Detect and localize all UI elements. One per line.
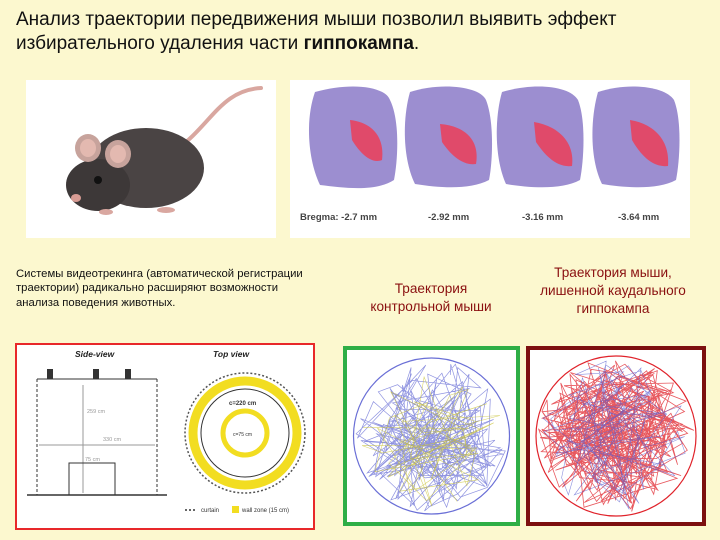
control-trajectory-panel (343, 346, 520, 526)
hippocampus-slices-figure: Bregma: -2.7 mm -2.92 mm -3.16 mm -3.64 … (290, 80, 690, 238)
mouse-photo (26, 80, 276, 238)
trajectory-path-secondary (542, 360, 686, 510)
side-view-label: Side-view (75, 349, 116, 359)
brain-slice-2 (404, 86, 493, 188)
inner-label: 75 cm (85, 457, 100, 463)
control-trajectory-plot (352, 357, 511, 515)
bregma-label-4: -3.64 mm (618, 212, 659, 223)
page-title: Анализ траектории передвижения мыши позв… (16, 8, 706, 56)
inner-ring-label: c=75 cm (233, 432, 252, 438)
legend-wall-zone: wall zone (15 cm) (241, 508, 289, 514)
arena-boundary (352, 357, 511, 515)
top-view-label: Top view (213, 349, 250, 359)
title-line-2-prefix: избирательного удаления части (16, 33, 304, 54)
trajectory-path-secondary (362, 375, 500, 507)
outer-ring-label: c=220 cm (229, 401, 256, 407)
tracking-caption: Системы видеотрекинга (автоматической ре… (16, 268, 303, 309)
width-label: 330 cm (103, 437, 121, 443)
legend-curtain: curtain (201, 508, 219, 514)
title-line-1: Анализ траектории передвижения мыши позв… (16, 9, 617, 30)
arena-boundary (535, 355, 697, 517)
lesion-trajectory-plot (535, 355, 697, 517)
bregma-label-3: -3.16 mm (522, 212, 563, 223)
lesion-trajectory-panel (526, 346, 706, 526)
setup-schematic: Side-view Top view 259 cm 330 cm 75 cm c… (15, 343, 315, 530)
bregma-label-2: -2.92 mm (428, 212, 469, 223)
brain-slice-4 (592, 86, 680, 188)
trajectory-path (355, 363, 506, 512)
bregma-label-1: Bregma: -2.7 mm (300, 212, 377, 223)
title-line-2-bold: гиппокампа (303, 33, 414, 54)
lesion-trajectory-label: Траектория мыши, лишенной каудального ги… (540, 265, 686, 316)
control-trajectory-label: Траектория контрольной мыши (370, 281, 492, 314)
title-line-2-suffix: . (413, 33, 420, 54)
brain-slice-3 (496, 86, 584, 188)
brain-slice-1 (308, 86, 398, 189)
height-label: 259 cm (87, 409, 105, 415)
